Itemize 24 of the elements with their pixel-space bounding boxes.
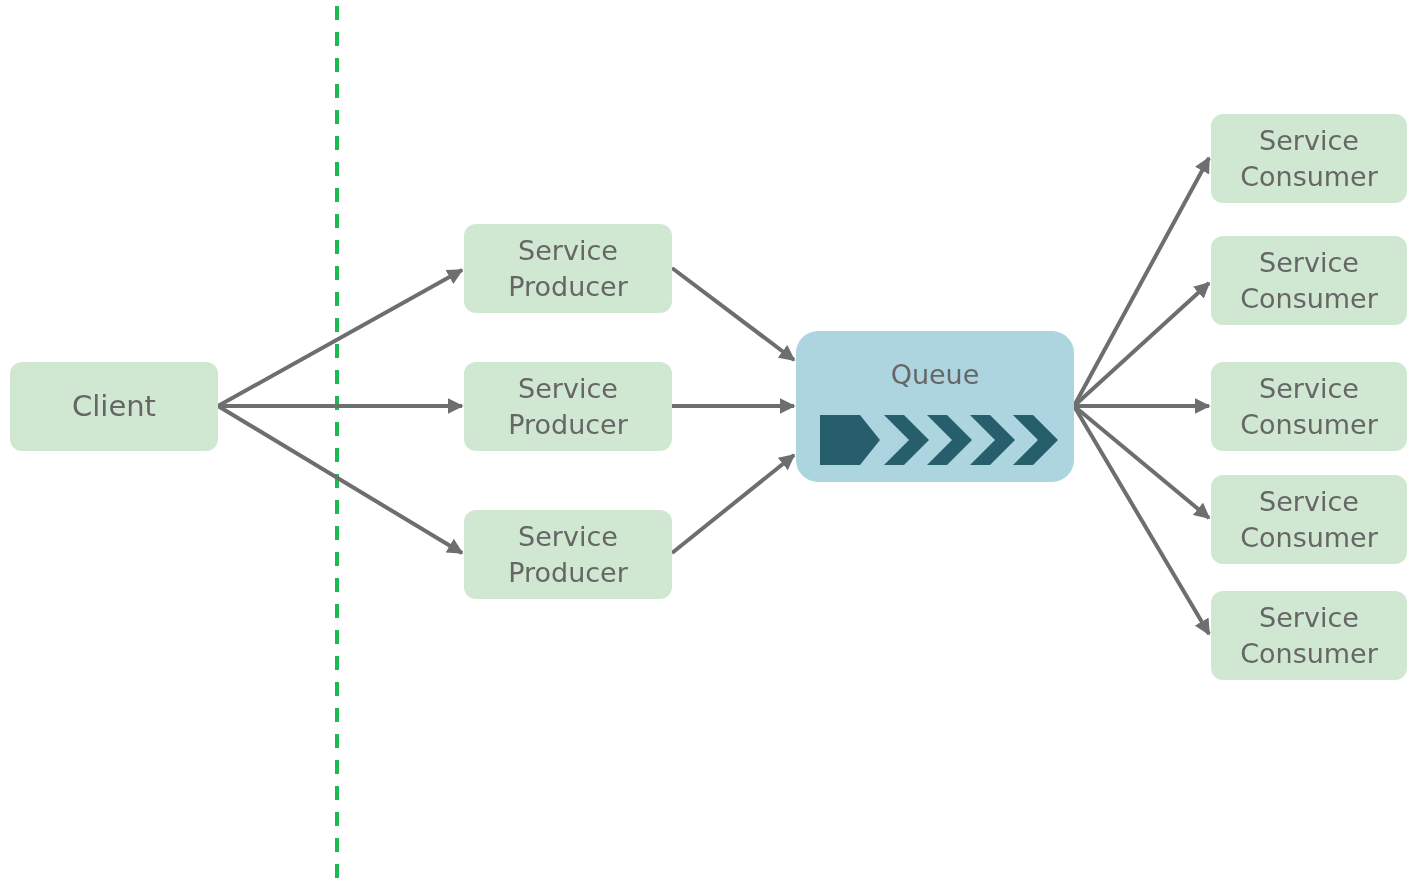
process-box <box>464 362 672 451</box>
process-box <box>1211 236 1407 325</box>
node-label: Client <box>72 387 156 425</box>
node-label: Service Producer <box>507 234 629 304</box>
process-box <box>464 510 672 599</box>
arrow <box>670 266 796 362</box>
process-box <box>1211 591 1407 680</box>
node-label: Service Consumer <box>1239 601 1379 671</box>
node-label: Service Consumer <box>1239 372 1379 442</box>
arrow <box>672 398 796 414</box>
node-label: Queue <box>890 358 980 392</box>
node-label: Service Consumer <box>1239 246 1379 316</box>
node-label: Service Producer <box>507 372 629 442</box>
node-label: Service Consumer <box>1239 124 1379 194</box>
node-label: Service Consumer <box>1239 485 1379 555</box>
process-box <box>1211 475 1407 564</box>
process-box <box>1211 362 1407 451</box>
arrow <box>1074 398 1211 414</box>
arrow <box>670 453 796 555</box>
node-label: Service Producer <box>507 520 629 590</box>
process-box <box>1211 114 1407 203</box>
queue-box <box>796 331 1074 482</box>
process-box <box>464 224 672 313</box>
process-box <box>10 362 218 451</box>
